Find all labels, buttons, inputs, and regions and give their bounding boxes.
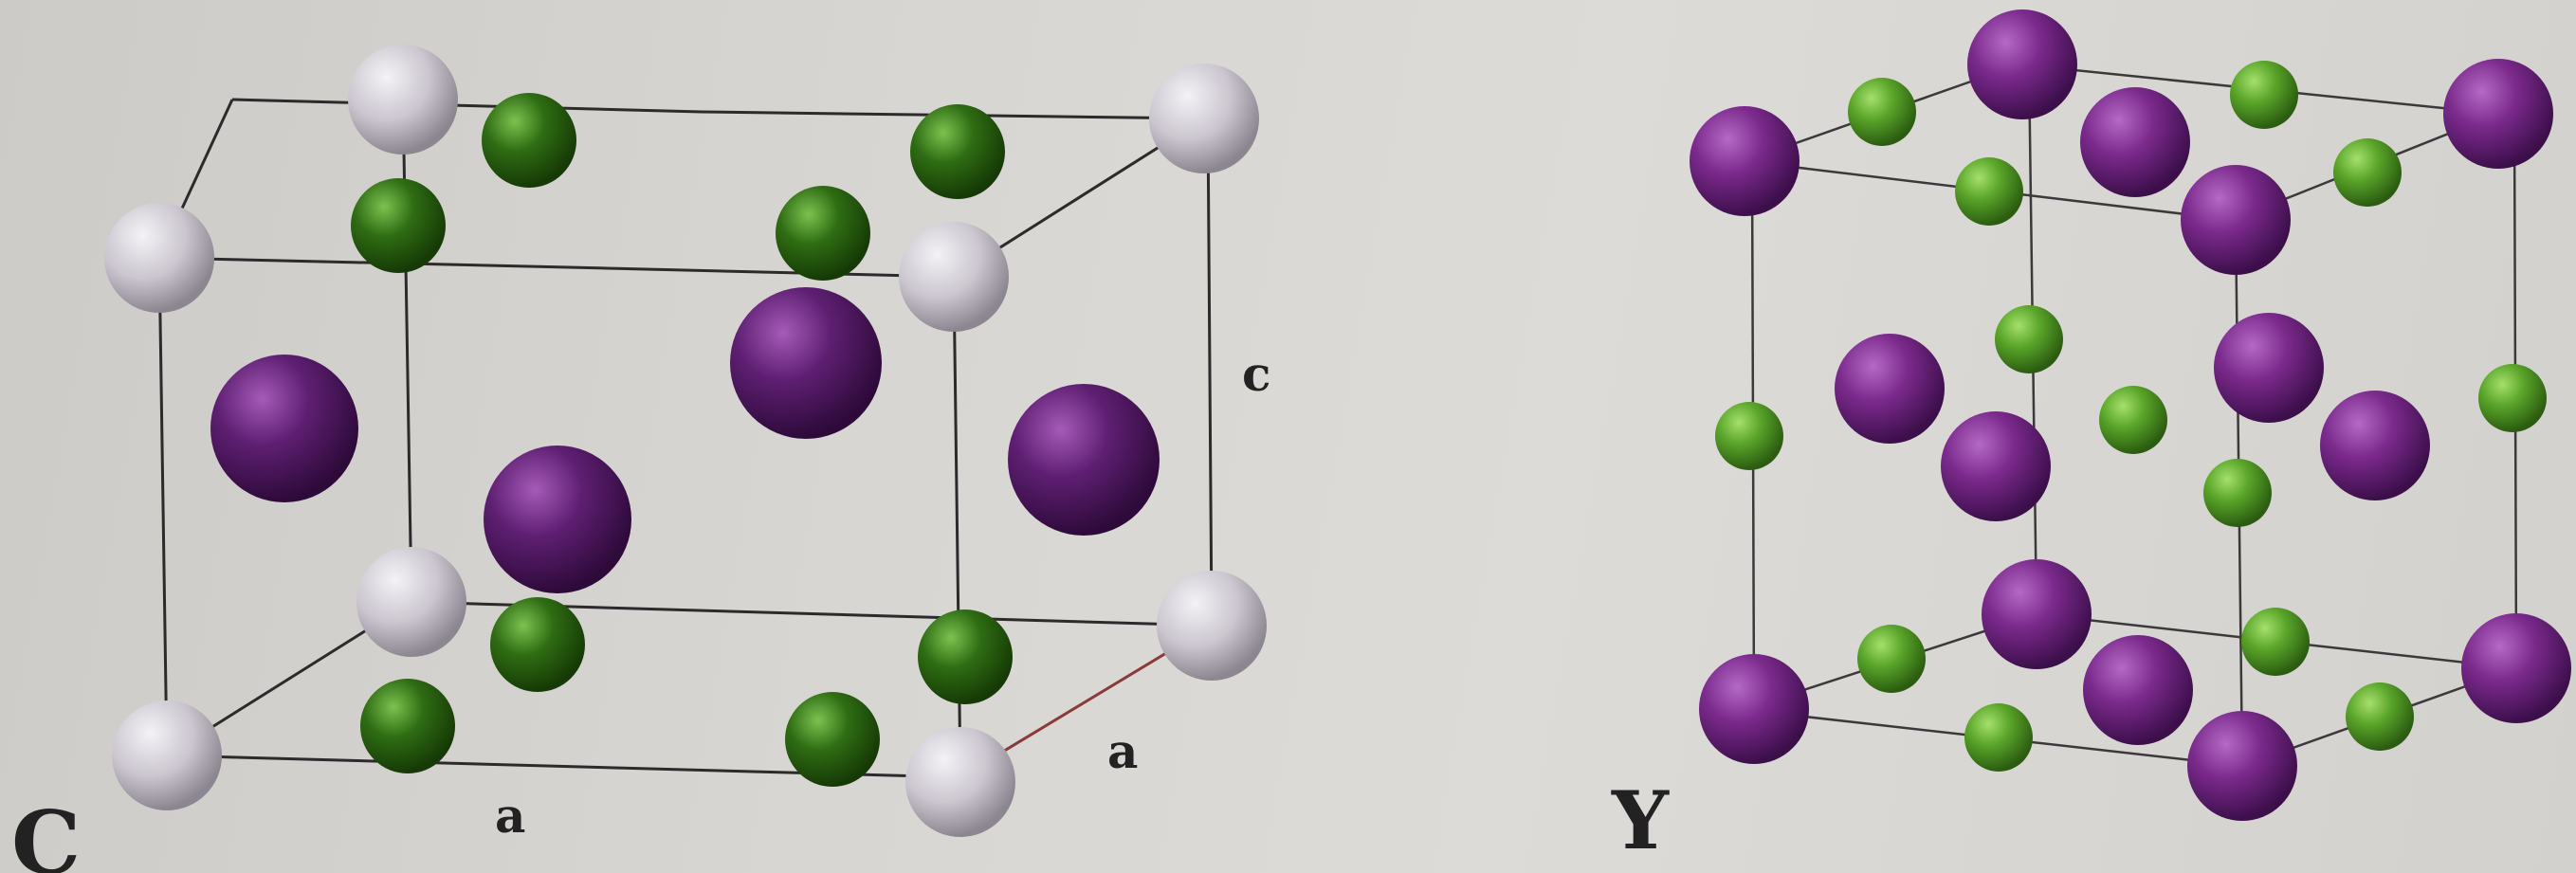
small-atom — [1964, 703, 2033, 772]
small-atom — [2478, 364, 2547, 432]
corner-atom — [112, 700, 222, 810]
small-atom — [351, 178, 446, 273]
large-atom — [1941, 411, 2051, 521]
edge — [568, 265, 955, 279]
edge — [231, 98, 703, 114]
edge — [158, 256, 570, 269]
large-atom — [484, 446, 631, 593]
dimension-label-a-side: a — [1107, 723, 1138, 779]
small-atom — [1848, 78, 1916, 146]
small-atom — [2333, 138, 2402, 207]
large-atom — [1967, 9, 2077, 119]
small-atom — [2346, 682, 2414, 751]
corner-atom — [356, 547, 466, 657]
large-atom — [2320, 391, 2430, 500]
small-atom — [490, 597, 585, 692]
edge — [1206, 118, 1214, 627]
small-atom — [918, 609, 1013, 704]
large-atom — [2080, 87, 2190, 197]
small-atom — [2230, 61, 2298, 129]
small-atom — [1715, 402, 1783, 470]
small-atom — [2241, 608, 2310, 676]
corner-atom — [1157, 571, 1267, 681]
large-atom — [730, 287, 882, 439]
large-atom — [2443, 59, 2553, 169]
large-atom — [1699, 654, 1809, 764]
large-atom — [1690, 106, 1800, 216]
small-atom — [2099, 386, 2167, 454]
figure-y: Y — [1611, 9, 2571, 867]
large-atom — [2187, 711, 2297, 821]
panel-label-y: Y — [1611, 773, 1670, 867]
small-atom — [1995, 305, 2063, 373]
corner-atom — [1149, 64, 1259, 173]
corner-atom — [905, 727, 1015, 837]
figure-c: c a a C — [11, 45, 1270, 873]
edge — [157, 257, 169, 756]
small-atom — [910, 104, 1005, 199]
small-atom — [1955, 157, 2023, 226]
large-atom — [210, 355, 358, 502]
small-atom — [776, 186, 870, 281]
large-atom — [2461, 613, 2571, 723]
large-atom — [1008, 384, 1160, 536]
large-atom — [1982, 559, 2092, 669]
large-atom — [2083, 635, 2193, 745]
small-atom — [482, 93, 576, 188]
small-atom — [2203, 459, 2272, 527]
corner-atom — [104, 203, 214, 313]
large-atom — [2214, 313, 2324, 423]
small-atom — [785, 692, 880, 787]
small-atom — [360, 679, 455, 773]
edge — [401, 94, 413, 603]
panel-label-c: C — [11, 791, 81, 873]
dimension-label-c: c — [1242, 346, 1270, 402]
small-atom — [1857, 625, 1926, 693]
dimension-label-a-front: a — [495, 788, 525, 844]
corner-atom — [348, 45, 458, 155]
large-atom — [2181, 165, 2291, 275]
corner-atom — [899, 222, 1009, 332]
large-atom — [1835, 334, 1945, 444]
